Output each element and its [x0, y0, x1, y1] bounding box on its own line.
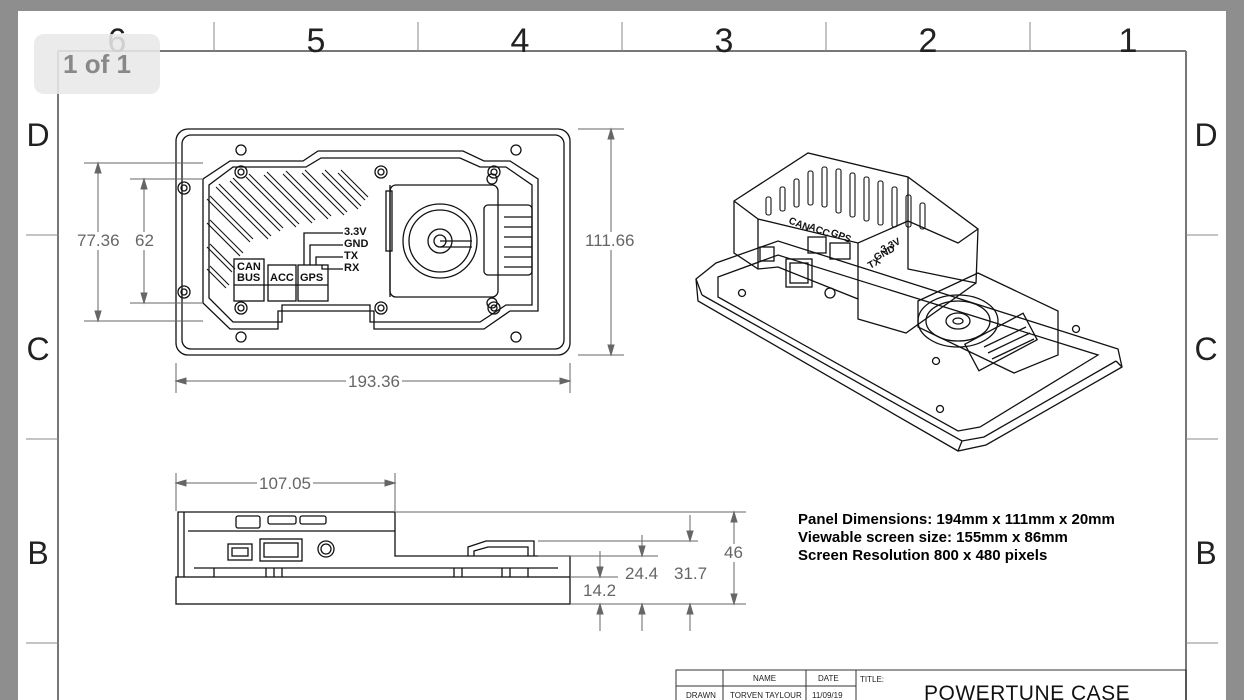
dim-side-14-2: 14.2 [581, 581, 619, 600]
isometric-view [695, 152, 1123, 452]
side-view-dimensions [174, 473, 746, 631]
svg-text:TX: TX [866, 256, 883, 272]
title-block-drawn-label: DRAWN [686, 691, 716, 700]
spec-viewable-size: Viewable screen size: 155mm x 86mm [798, 529, 1068, 546]
zone-column-3: 3 [714, 22, 734, 60]
zone-column-2: 2 [918, 22, 938, 60]
pcb-label-rx: RX [344, 262, 360, 274]
zone-row-b-left: B [27, 535, 49, 571]
pcb-label-tx: TX [344, 250, 359, 262]
dim-side-46: 46 [722, 543, 745, 562]
drawing-sheet: 3.3V GND TX CAN ACC GPS [18, 11, 1226, 700]
zone-row-d-left: D [26, 117, 50, 153]
page-indicator: 1 of 1 [34, 34, 160, 94]
title-block-title-header: TITLE: [860, 675, 885, 684]
dim-total-height: 111.66 [583, 231, 637, 250]
zone-row-c-right: C [1194, 331, 1218, 367]
dim-inner-height: 62 [133, 231, 156, 250]
spec-resolution: Screen Resolution 800 x 480 pixels [798, 547, 1048, 564]
dim-side-width: 107.05 [257, 474, 313, 493]
zone-row-d-right: D [1194, 117, 1218, 153]
technical-drawing: 3.3V GND TX CAN ACC GPS [26, 22, 1218, 700]
drawing-title: POWERTUNE CASE [924, 682, 1131, 700]
zone-column-4: 4 [510, 22, 530, 60]
dim-width: 193.36 [346, 372, 402, 391]
zone-row-c-left: C [26, 331, 50, 367]
dim-side-31-7: 31.7 [672, 564, 710, 583]
pcb-label-bus: BUS [237, 272, 261, 284]
pcb-label-can: CAN [237, 261, 261, 273]
top-view [175, 128, 571, 356]
title-block-frame [675, 669, 1187, 700]
spec-panel-dimensions: Panel Dimensions: 194mm x 111mm x 20mm [798, 511, 1115, 528]
pcb-label-gnd: GND [344, 238, 369, 250]
dim-outer-height: 77.36 [75, 231, 122, 250]
title-block-name-header: NAME [753, 674, 777, 683]
dim-side-24-4: 24.4 [623, 564, 661, 583]
title-block-drawn-name: TORVEN TAYLOUR [730, 691, 802, 700]
zone-column-5: 5 [306, 22, 326, 60]
title-block-date-header: DATE [818, 674, 839, 683]
pcb-label-gps: GPS [300, 272, 324, 284]
zone-row-b-right: B [1195, 535, 1217, 571]
side-view [175, 511, 571, 605]
pcb-label-acc: ACC [270, 272, 294, 284]
pcb-label-3v3: 3.3V [344, 226, 367, 238]
zone-column-1: 1 [1118, 22, 1138, 60]
title-block-drawn-date: 11/09/19 [812, 691, 843, 700]
